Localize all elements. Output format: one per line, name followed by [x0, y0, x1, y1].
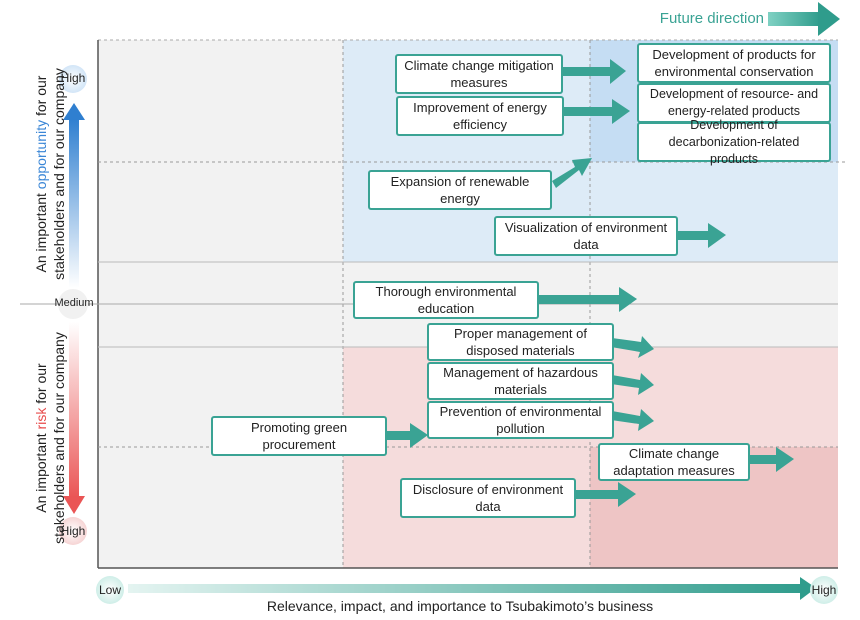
low-label: Low	[98, 583, 121, 597]
climate-mitigation-box: Climate change mitigation measures	[395, 54, 563, 94]
climate-adaptation-box: Climate change adaptation measures	[598, 443, 750, 481]
decarbonization-box: Development of decarbonization-related p…	[637, 118, 831, 166]
opportunity-axis-label: An important opportunity for our stakeho…	[33, 68, 67, 280]
arrow-disposed	[611, 336, 654, 358]
risk-arrow	[63, 322, 85, 514]
disclosure-box: Disclosure of environment data	[400, 478, 576, 518]
arrow-disclosure	[574, 482, 636, 507]
arrow-climate-adaptation	[748, 447, 794, 472]
arrow-env-education	[537, 287, 637, 312]
high-pill-bottom	[59, 517, 87, 545]
risk-axis-label: An important risk for our stakeholders a…	[33, 332, 67, 544]
connector-arrows	[386, 59, 794, 507]
medium-pill	[58, 289, 88, 319]
green-procurement-box: Promoting green procurement	[211, 416, 387, 456]
arrow-visualization	[676, 223, 726, 248]
future-direction-label: Future direction	[659, 10, 764, 27]
disposed-materials-box: Proper management of disposed materials	[427, 323, 614, 361]
products-conservation-box: Development of products for environmenta…	[637, 43, 831, 83]
arrow-renewable-energy	[552, 158, 592, 188]
future-direction-arrow	[768, 2, 840, 36]
low-pill	[96, 576, 124, 604]
visualization-box: Visualization of environment data	[494, 216, 678, 256]
high-label-right: High	[811, 583, 837, 597]
high-pill-top	[59, 65, 87, 93]
medium-label: Medium	[54, 297, 94, 309]
high-label-bottom: High	[60, 524, 86, 538]
hazardous-materials-box: Management of hazardous materials	[427, 362, 614, 400]
env-education-box: Thorough environmental education	[353, 281, 539, 319]
arrow-green-procurement	[386, 423, 428, 448]
renewable-energy-box: Expansion of renewable energy	[368, 170, 552, 210]
resource-energy-box: Development of resource- and energy-rela…	[637, 83, 831, 123]
arrow-energy-efficiency	[562, 99, 630, 124]
x-axis-label: Relevance, impact, and importance to Tsu…	[266, 598, 654, 614]
energy-efficiency-box: Improvement of energy efficiency	[396, 96, 564, 136]
arrow-hazardous	[611, 373, 654, 395]
high-pill-right	[810, 576, 838, 604]
arrow-pollution	[611, 409, 654, 431]
pollution-box: Prevention of environmental pollution	[427, 401, 614, 439]
opportunity-arrow	[63, 103, 85, 288]
high-label-top: High	[60, 71, 86, 85]
x-axis-arrow	[128, 577, 816, 600]
arrow-climate-mitigation	[562, 59, 626, 84]
